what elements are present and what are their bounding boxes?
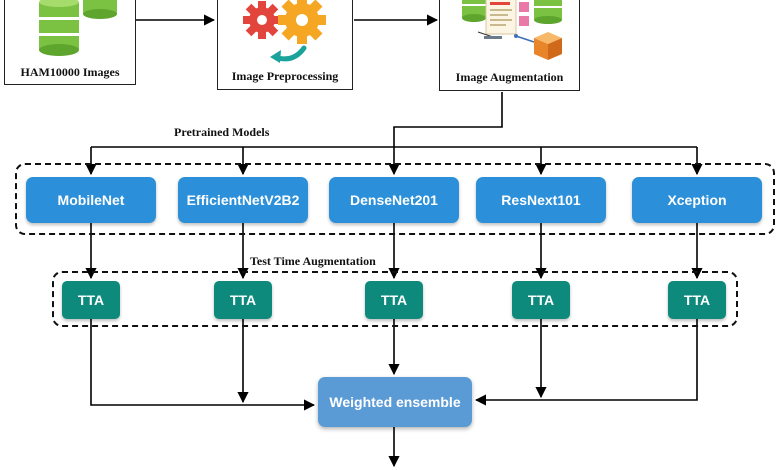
augmentation-label: Image Augmentation — [455, 70, 564, 84]
tta-block-4: TTA — [512, 281, 570, 319]
tta-block-3: TTA — [365, 281, 423, 319]
connector-tta1-to-ensemble — [90, 319, 316, 411]
ham-images-label: HAM10000 Images — [20, 65, 120, 79]
pretrained-models-group — [15, 163, 775, 235]
pretrained-models-label: Pretrained Models — [174, 125, 270, 139]
preprocessing-box: Image Preprocessing — [217, 0, 353, 90]
tta-group — [52, 271, 738, 327]
model-efficientnetv2b2: EfficientNetV2B2 — [178, 177, 308, 223]
tta-block-1: TTA — [62, 281, 120, 319]
tta-block-2: TTA — [214, 281, 272, 319]
model-xception: Xception — [632, 177, 762, 223]
connector-tta5-to-ensemble — [474, 319, 698, 406]
model-densenet201: DenseNet201 — [329, 177, 459, 223]
connector-augmentation-to-models — [393, 92, 503, 147]
data-augmentation-icon — [462, 0, 562, 60]
weighted-ensemble-box: Weighted ensemble — [318, 377, 472, 427]
model-mobilenet: MobileNet — [26, 177, 156, 223]
tta-block-5: TTA — [668, 281, 726, 319]
preprocessing-label: Image Preprocessing — [231, 69, 339, 83]
ham-images-box: HAM10000 Images — [4, 0, 136, 85]
augmentation-box: Image Augmentation — [439, 0, 580, 91]
tta-section-label: Test Time Augmentation — [250, 254, 376, 268]
database-icon — [39, 0, 117, 56]
model-resnext101: ResNext101 — [476, 177, 606, 223]
gears-icon — [243, 0, 326, 63]
